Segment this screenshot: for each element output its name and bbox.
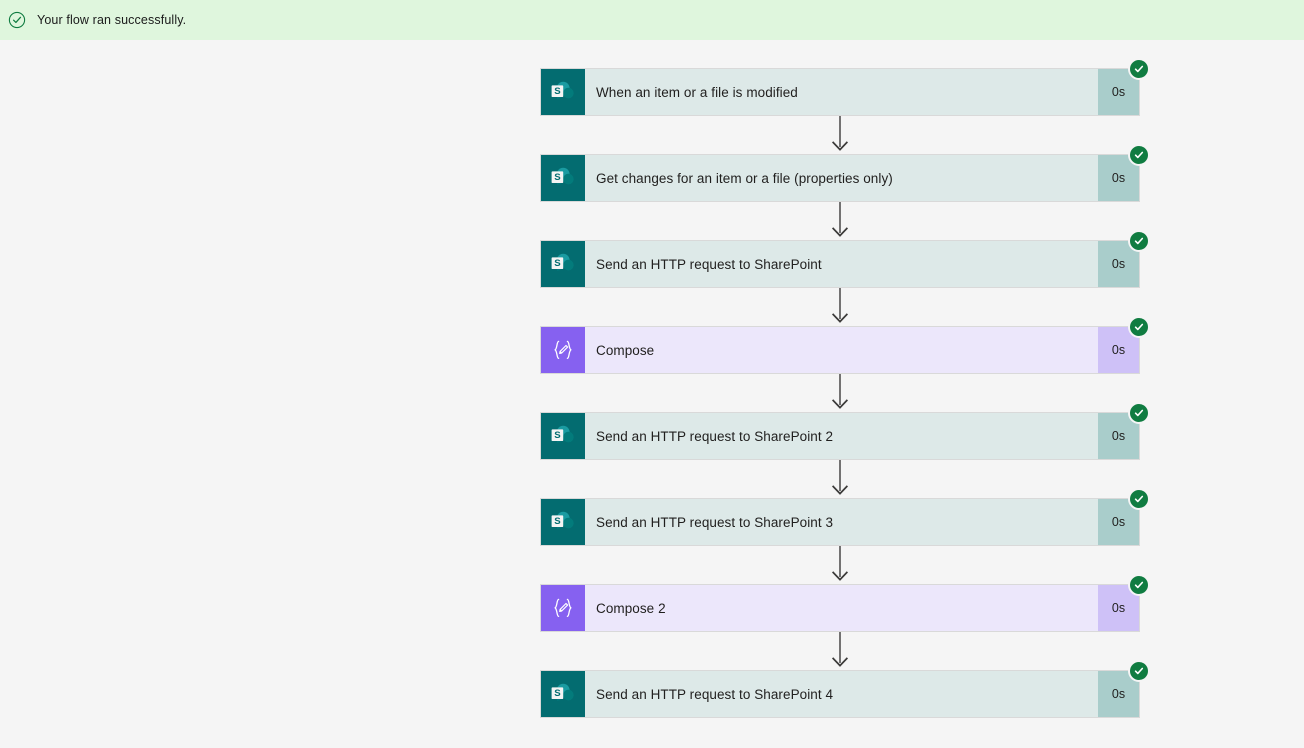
- flow-node-4[interactable]: Compose 0s: [540, 316, 1150, 374]
- arrow-down-icon: [828, 116, 852, 154]
- flow-connector: [540, 202, 1140, 240]
- svg-text:S: S: [554, 86, 561, 97]
- check-circle-filled-icon: [1128, 660, 1150, 682]
- flow-node-title: Send an HTTP request to SharePoint: [585, 241, 1098, 287]
- flow-node-1[interactable]: S When an item or a file is modified 0s: [540, 58, 1150, 116]
- sharepoint-icon: S: [551, 511, 574, 529]
- flow-node-2[interactable]: S Get changes for an item or a file (pro…: [540, 144, 1150, 202]
- svg-text:S: S: [554, 516, 561, 527]
- sharepoint-icon: S: [551, 425, 574, 443]
- arrow-down-icon: [828, 374, 852, 412]
- flow-node-icon: S: [541, 499, 585, 545]
- flow-node-6[interactable]: S Send an HTTP request to SharePoint 3 0…: [540, 488, 1150, 546]
- svg-text:S: S: [554, 172, 561, 183]
- arrow-down-icon: [828, 632, 852, 670]
- flow-node-title: Send an HTTP request to SharePoint 3: [585, 499, 1098, 545]
- svg-text:S: S: [554, 430, 561, 441]
- flow-node-icon: [541, 327, 585, 373]
- svg-text:S: S: [554, 688, 561, 699]
- flow-connector: [540, 546, 1140, 584]
- flow-connector: [540, 632, 1140, 670]
- compose-icon: [554, 340, 572, 360]
- flow-connector: [540, 116, 1140, 154]
- sharepoint-icon: S: [551, 81, 574, 99]
- flow-node-3[interactable]: S Send an HTTP request to SharePoint 0s: [540, 230, 1150, 288]
- check-circle-filled-icon: [1128, 316, 1150, 338]
- flow-node-icon: S: [541, 413, 585, 459]
- flow-node-icon: [541, 585, 585, 631]
- sharepoint-icon: S: [551, 167, 574, 185]
- flow-node-icon: S: [541, 241, 585, 287]
- arrow-down-icon: [828, 460, 852, 498]
- check-circle-filled-icon: [1128, 144, 1150, 166]
- success-banner-message: Your flow ran successfully.: [37, 13, 187, 27]
- check-circle-filled-icon: [1128, 402, 1150, 424]
- success-banner: Your flow ran successfully.: [0, 0, 1304, 40]
- flow-connector: [540, 374, 1140, 412]
- compose-icon: [554, 598, 572, 618]
- check-circle-filled-icon: [1128, 58, 1150, 80]
- flow-node-title: Compose: [585, 327, 1098, 373]
- check-circle-filled-icon: [1128, 574, 1150, 596]
- arrow-down-icon: [828, 202, 852, 240]
- flow-node-list: S When an item or a file is modified 0s …: [540, 58, 1150, 718]
- flow-canvas: S When an item or a file is modified 0s …: [0, 40, 1304, 748]
- arrow-down-icon: [828, 288, 852, 326]
- flow-node-icon: S: [541, 155, 585, 201]
- flow-node-7[interactable]: Compose 2 0s: [540, 574, 1150, 632]
- flow-node-icon: S: [541, 671, 585, 717]
- sharepoint-icon: S: [551, 683, 574, 701]
- check-circle-icon: [8, 11, 26, 29]
- flow-node-title: Send an HTTP request to SharePoint 2: [585, 413, 1098, 459]
- flow-node-8[interactable]: S Send an HTTP request to SharePoint 4 0…: [540, 660, 1150, 718]
- check-circle-filled-icon: [1128, 230, 1150, 252]
- flow-node-icon: S: [541, 69, 585, 115]
- flow-connector: [540, 288, 1140, 326]
- flow-node-title: Get changes for an item or a file (prope…: [585, 155, 1098, 201]
- check-circle-filled-icon: [1128, 488, 1150, 510]
- arrow-down-icon: [828, 546, 852, 584]
- sharepoint-icon: S: [551, 253, 574, 271]
- flow-node-title: When an item or a file is modified: [585, 69, 1098, 115]
- flow-connector: [540, 460, 1140, 498]
- flow-node-title: Compose 2: [585, 585, 1098, 631]
- svg-text:S: S: [554, 258, 561, 269]
- flow-node-title: Send an HTTP request to SharePoint 4: [585, 671, 1098, 717]
- flow-node-5[interactable]: S Send an HTTP request to SharePoint 2 0…: [540, 402, 1150, 460]
